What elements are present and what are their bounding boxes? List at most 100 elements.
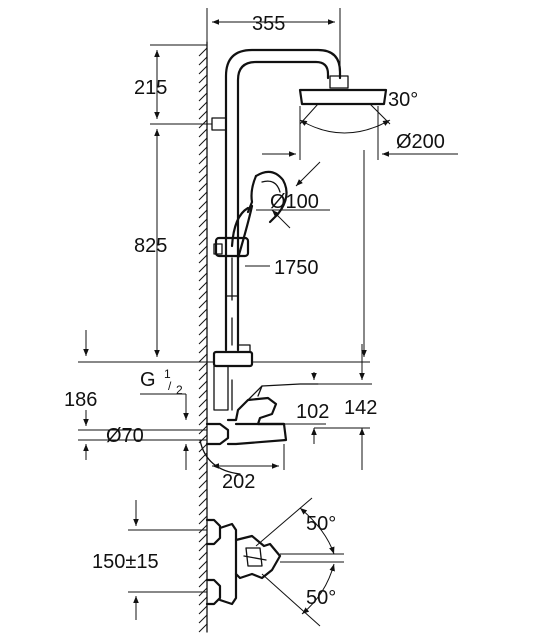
dim-centres: 150±15 xyxy=(92,500,207,620)
dim-spout-reach: 202 xyxy=(206,444,285,494)
dim-mixer-depth: 102 142 xyxy=(284,344,377,470)
dim-rail-length: 825 xyxy=(134,129,214,363)
hatch-line xyxy=(198,488,208,498)
hatch-line xyxy=(198,191,208,201)
hatch-line xyxy=(198,200,208,210)
label-spout-reach: 202 xyxy=(222,471,255,493)
hatch-line xyxy=(198,101,208,111)
label-hand-shower-diameter: Ø100 xyxy=(270,191,319,213)
hatch-line xyxy=(198,461,208,471)
label-lever-angle-bottom: 50° xyxy=(306,587,336,609)
label-centres: 150±15 xyxy=(92,551,159,573)
dim-thread: G 1 / 2 xyxy=(140,367,189,420)
hatch-line xyxy=(198,182,208,192)
hatch-line xyxy=(198,362,208,372)
label-mixer-depth-1: 102 xyxy=(296,401,329,423)
label-riser-top: 215 xyxy=(134,77,167,99)
hatch-line xyxy=(198,353,208,363)
head-shower xyxy=(298,75,388,106)
hatch-line xyxy=(198,551,208,561)
label-inlet-height: 186 xyxy=(64,389,97,411)
hatch-line xyxy=(198,263,208,273)
slider xyxy=(213,236,250,297)
hatch-line xyxy=(198,155,208,165)
label-thread-sup: 1 xyxy=(164,367,171,381)
hatch-line xyxy=(198,281,208,291)
label-head-diameter: Ø200 xyxy=(396,131,445,153)
hatch-line xyxy=(198,290,208,300)
hatch-line xyxy=(198,92,208,102)
label-total-height: 1750 xyxy=(274,257,319,279)
hatch-line xyxy=(198,335,208,345)
hand-shower xyxy=(230,170,288,260)
hatch-line xyxy=(198,605,208,615)
hatch-line xyxy=(198,74,208,84)
hatch-line xyxy=(198,416,208,426)
hatch-line xyxy=(198,614,208,624)
label-mixer-depth-2: 142 xyxy=(344,397,377,419)
dim-floor-ref xyxy=(78,330,150,363)
dim-top-width: 355 xyxy=(206,8,341,72)
hatch-line xyxy=(198,380,208,390)
wall xyxy=(198,41,208,633)
hatch-line xyxy=(198,542,208,552)
hatch-line xyxy=(198,245,208,255)
hatch-line xyxy=(198,110,208,120)
label-spray-angle: 30° xyxy=(388,89,418,111)
hatch-line xyxy=(198,218,208,228)
hatch-line xyxy=(198,317,208,327)
dim-head-diameter: Ø200 xyxy=(262,106,458,160)
label-top-width: 355 xyxy=(252,13,285,35)
label-lever-angle-top: 50° xyxy=(306,513,336,535)
hatch-line xyxy=(198,515,208,525)
hatch-line xyxy=(198,560,208,570)
dim-inlet-height: 186 xyxy=(64,389,97,411)
dim-spray-angle: 30° xyxy=(299,89,418,134)
hatch-line xyxy=(198,254,208,264)
hatch-line xyxy=(198,128,208,138)
dim-escutcheon: Ø70 xyxy=(78,410,207,470)
hatch-line xyxy=(198,227,208,237)
label-thread-slash: / xyxy=(168,379,172,393)
hatch-line xyxy=(198,236,208,246)
label-rail-length: 825 xyxy=(134,235,167,257)
label-escutcheon: Ø70 xyxy=(106,425,144,447)
hatch-line xyxy=(198,83,208,93)
hatch-line xyxy=(198,407,208,417)
hatch-line xyxy=(198,47,208,57)
dim-total-height: 1750 xyxy=(245,150,370,363)
hatch-line xyxy=(198,443,208,453)
mixer-front xyxy=(205,518,282,606)
hatch-line xyxy=(198,344,208,354)
hatch-line xyxy=(198,497,208,507)
hatch-line xyxy=(198,479,208,489)
dim-lever-angle-top: 50° xyxy=(255,497,344,555)
label-thread-letter: G xyxy=(140,369,156,391)
hatch-line xyxy=(198,146,208,156)
hatch-line xyxy=(198,578,208,588)
hatch-line xyxy=(198,371,208,381)
hatch-line xyxy=(198,623,208,633)
hatch-line xyxy=(198,299,208,309)
hatch-line xyxy=(198,398,208,408)
mixer-side xyxy=(199,383,319,475)
diverter-bracket xyxy=(212,344,254,411)
hatch-line xyxy=(198,137,208,147)
hatch-line xyxy=(198,56,208,66)
dim-lever-angle-bottom: 50° xyxy=(261,561,344,627)
hatch-line xyxy=(198,308,208,318)
hatch-line xyxy=(198,209,208,219)
wall-hatching xyxy=(198,47,208,633)
hatch-line xyxy=(198,272,208,282)
hatch-line xyxy=(198,524,208,534)
hatch-line xyxy=(198,596,208,606)
hatch-line xyxy=(198,65,208,75)
hatch-line xyxy=(198,173,208,183)
hatch-line xyxy=(198,533,208,543)
hatch-line xyxy=(198,326,208,336)
label-thread-sub: 2 xyxy=(176,383,183,397)
hatch-line xyxy=(198,470,208,480)
dim-riser-top: 215 xyxy=(134,44,212,125)
hatch-line xyxy=(198,506,208,516)
